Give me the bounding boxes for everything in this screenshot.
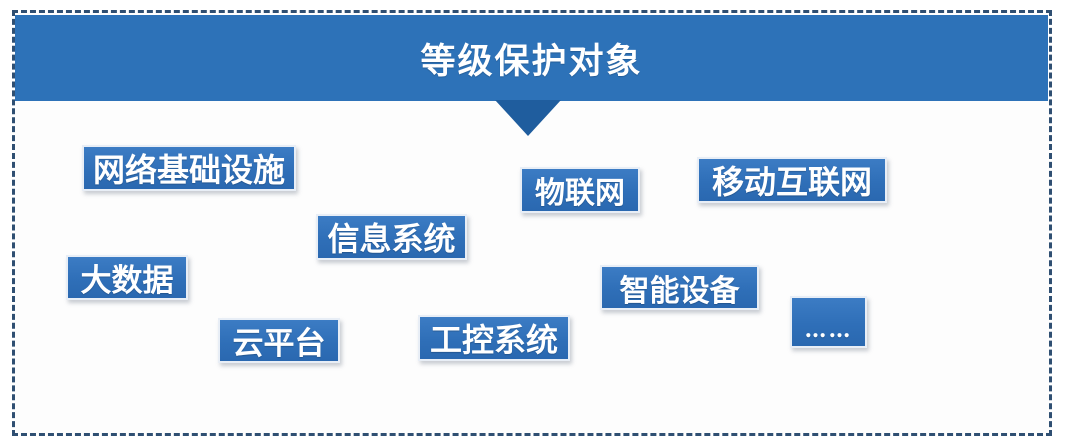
object-chip-cloud-platform[interactable]: 云平台 bbox=[218, 318, 340, 363]
object-chip-label: 移动互联网 bbox=[711, 163, 872, 201]
page-title: 等级保护对象 bbox=[420, 41, 643, 82]
object-chip-mobile-internet[interactable]: 移动互联网 bbox=[697, 157, 887, 203]
object-chip-label: 智能设备 bbox=[619, 273, 740, 309]
object-chip-label: 信息系统 bbox=[327, 220, 456, 258]
object-chip-label: 物联网 bbox=[535, 176, 625, 211]
object-chip-label: 云平台 bbox=[232, 326, 326, 362]
object-chip-label: 大数据 bbox=[80, 263, 174, 299]
header-banner: 等级保护对象 bbox=[15, 15, 1048, 101]
object-chip-label: 网络基础设施 bbox=[92, 151, 285, 189]
object-chip-smart-device[interactable]: 智能设备 bbox=[600, 265, 759, 310]
object-chip-network-infrastructure[interactable]: 网络基础设施 bbox=[82, 145, 296, 191]
down-arrow-icon bbox=[495, 100, 561, 136]
object-chip-ellipsis[interactable]: …… bbox=[790, 296, 867, 348]
object-chip-label: 工控系统 bbox=[429, 321, 558, 359]
object-chip-label: …… bbox=[804, 317, 853, 343]
dashed-outer-frame bbox=[12, 10, 1052, 436]
object-chip-internet-of-things[interactable]: 物联网 bbox=[520, 167, 640, 213]
object-chip-big-data[interactable]: 大数据 bbox=[66, 255, 188, 300]
object-chip-industrial-control-system[interactable]: 工控系统 bbox=[418, 315, 570, 361]
object-chip-information-system[interactable]: 信息系统 bbox=[316, 214, 467, 260]
